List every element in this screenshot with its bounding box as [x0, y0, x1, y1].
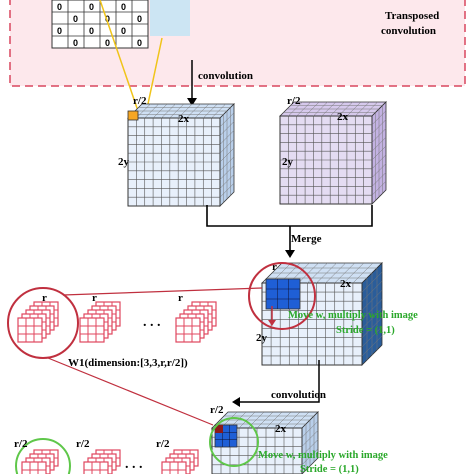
right-height-label: 2y [282, 156, 294, 168]
zero-cell: 0 [89, 26, 94, 36]
transposed-label-1: Transposed [385, 10, 439, 22]
right-width-label: 2x [337, 111, 349, 123]
w1-depth-label-2: r [92, 292, 97, 304]
merged-kernel-circle [248, 262, 316, 330]
w1-link-bottom [47, 357, 214, 426]
zero-cell: 0 [105, 14, 110, 24]
w2-dots: . . . [125, 457, 143, 472]
w2-depth-label-3: r/2 [156, 438, 170, 450]
left-width-label: 2x [178, 113, 190, 125]
zero-cell: 0 [73, 38, 78, 48]
w1-kernel-circle [7, 287, 79, 359]
left-depth-label: r/2 [133, 95, 147, 107]
zero-cell: 0 [57, 2, 62, 12]
zero-cell: 0 [89, 2, 94, 12]
w2-kernel-circle [15, 438, 71, 474]
zero-cell: 0 [57, 26, 62, 36]
w1-kernels [17, 301, 217, 343]
zero-cell: 0 [73, 14, 78, 24]
zero-cell: 0 [105, 38, 110, 48]
merged-note-1: Move w, multiply with image [288, 310, 418, 321]
merge-connector [206, 205, 373, 252]
w2-depth-label-1: r/2 [14, 438, 28, 450]
output-width-label: 2x [275, 423, 287, 435]
w1-depth-label-1: r [42, 292, 47, 304]
w1-dots: . . . [143, 315, 161, 330]
merged-note-2: Stride = (1,1) [336, 325, 395, 336]
left-height-label: 2y [118, 156, 130, 168]
output-kernel-circle [209, 417, 259, 467]
zero-cell: 0 [121, 26, 126, 36]
merged-depth-label: r [272, 261, 277, 273]
w1-depth-label-3: r [178, 292, 183, 304]
input-zero-grid: 0 0 0 0 0 0 0 0 0 0 0 0 [51, 0, 190, 49]
upsampled-right-cube [279, 101, 387, 205]
convolution2-label: convolution [271, 389, 326, 401]
transposed-label-2: convolution [381, 25, 436, 37]
zero-cell: 0 [137, 14, 142, 24]
output-note-2: Stride = (1,1) [300, 464, 359, 474]
merged-cube [261, 262, 383, 366]
right-depth-label: r/2 [287, 95, 301, 107]
output-note-1: Move w, multiply with image [258, 450, 388, 461]
output-depth-label: r/2 [210, 404, 224, 416]
merged-height-label: 2y [256, 332, 268, 344]
upsampled-left-cube [127, 103, 235, 207]
zero-cell: 0 [137, 38, 142, 48]
w1-link-top [62, 287, 263, 296]
convolution-label: convolution [198, 70, 253, 82]
w2-depth-label-2: r/2 [76, 438, 90, 450]
merge-label: Merge [291, 233, 322, 245]
w2-kernels [21, 449, 199, 474]
w1-caption: W1(dimension:[3,3,r,r/2]) [68, 357, 188, 369]
zero-cell: 0 [121, 2, 126, 12]
merged-width-label: 2x [340, 278, 352, 290]
